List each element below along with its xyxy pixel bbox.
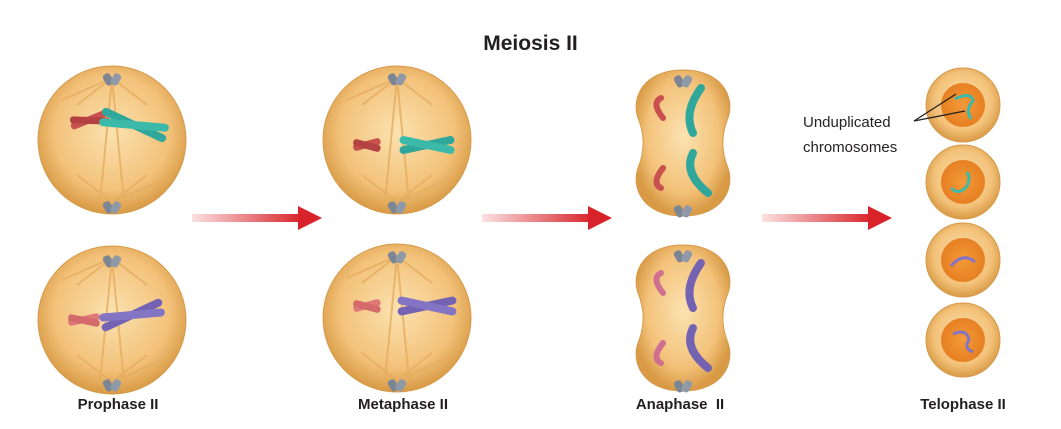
telophase-cell-4 xyxy=(925,302,1001,378)
metaphase-cell-bottom xyxy=(322,243,472,393)
telophase-cell-2 xyxy=(925,144,1001,220)
diagram-title: Meiosis II xyxy=(483,32,578,55)
chromosome-teal xyxy=(99,107,169,143)
arrow-prophase-to-metaphase xyxy=(192,206,322,230)
telophase-cell-1 xyxy=(925,67,1001,143)
prophase-cell-top xyxy=(37,65,187,215)
annotation-line-2: chromosomes xyxy=(803,139,898,156)
anaphase-cell-bottom xyxy=(635,244,731,394)
arrow-metaphase-to-anaphase xyxy=(482,206,612,230)
label-anaphase-ii: Anaphase II xyxy=(635,396,725,413)
prophase-cell-bottom xyxy=(37,245,187,395)
annotation-pointer-lines xyxy=(913,93,966,122)
annotation-line-1: Unduplicated xyxy=(803,114,891,131)
telophase-cell-3 xyxy=(925,222,1001,298)
annotation-unduplicated-chromosomes: Unduplicated chromosomes xyxy=(803,110,897,160)
label-prophase-ii: Prophase II xyxy=(77,396,159,413)
arrow-anaphase-to-telophase xyxy=(762,206,892,230)
label-metaphase-ii: Metaphase II xyxy=(357,396,449,413)
label-telophase-ii: Telophase II xyxy=(920,396,1006,413)
metaphase-cell-top xyxy=(322,65,472,215)
anaphase-cell-top xyxy=(635,69,731,219)
